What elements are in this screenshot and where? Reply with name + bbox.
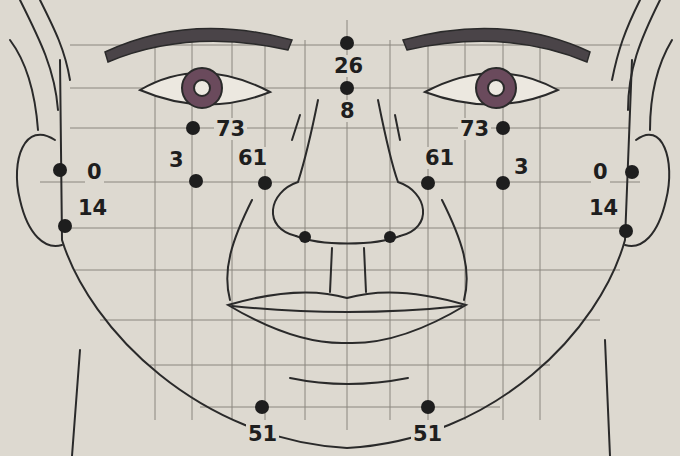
callout-number: 51 xyxy=(246,423,279,445)
face-outline xyxy=(60,60,632,448)
left-eyebrow xyxy=(105,28,292,62)
neck xyxy=(72,340,610,456)
grid-line xyxy=(70,228,630,229)
point-dot xyxy=(496,121,510,135)
callout-number: 14 xyxy=(76,197,109,219)
lips xyxy=(228,292,466,343)
callout-number: 61 xyxy=(236,147,269,169)
point-dot xyxy=(189,174,203,188)
left-pupil xyxy=(194,80,210,96)
point-dot xyxy=(421,176,435,190)
right-pupil xyxy=(488,80,504,96)
point-dot xyxy=(186,121,200,135)
grid-line xyxy=(305,40,306,420)
callout-number: 3 xyxy=(512,156,531,178)
callout-number: 26 xyxy=(332,55,365,77)
left-iris xyxy=(182,68,222,108)
face-lines xyxy=(10,0,672,456)
callout-number: 3 xyxy=(167,149,186,171)
grid-line xyxy=(70,128,630,129)
grid-line xyxy=(200,407,500,408)
nose xyxy=(273,100,423,236)
point-dot xyxy=(53,163,67,177)
point-dot xyxy=(340,36,354,50)
grid-line xyxy=(428,40,429,420)
callout-number: 73 xyxy=(214,118,247,140)
grid-line xyxy=(150,365,550,366)
grid xyxy=(40,20,640,430)
left-ear xyxy=(17,135,62,246)
mouth-line xyxy=(232,306,462,312)
callout-number: 0 xyxy=(85,161,104,183)
callout-number: 61 xyxy=(423,147,456,169)
grid-line xyxy=(40,182,640,183)
nostril xyxy=(299,231,311,243)
right-eyebrow xyxy=(403,28,590,62)
nostril xyxy=(384,231,396,243)
right-hair xyxy=(612,0,672,130)
points xyxy=(53,36,639,414)
callout-number: 51 xyxy=(411,423,444,445)
left-hair xyxy=(10,0,70,130)
right-iris xyxy=(476,68,516,108)
point-dot xyxy=(421,400,435,414)
philtrum xyxy=(330,248,366,292)
grid-line xyxy=(390,40,391,420)
point-dot xyxy=(255,400,269,414)
point-dot xyxy=(496,176,510,190)
point-dot xyxy=(58,219,72,233)
grid-line xyxy=(155,40,156,420)
chin-crease xyxy=(290,378,408,384)
point-dot xyxy=(619,224,633,238)
point-dot xyxy=(625,165,639,179)
callout-number: 73 xyxy=(458,118,491,140)
callout-number: 0 xyxy=(591,161,610,183)
grid-line xyxy=(100,320,600,321)
cheek-fold xyxy=(227,200,467,300)
grid-line xyxy=(75,270,620,271)
grid-line xyxy=(265,40,266,420)
point-dot xyxy=(258,176,272,190)
callout-number: 14 xyxy=(587,197,620,219)
point-dot xyxy=(340,81,354,95)
callout-number: 8 xyxy=(338,100,357,122)
